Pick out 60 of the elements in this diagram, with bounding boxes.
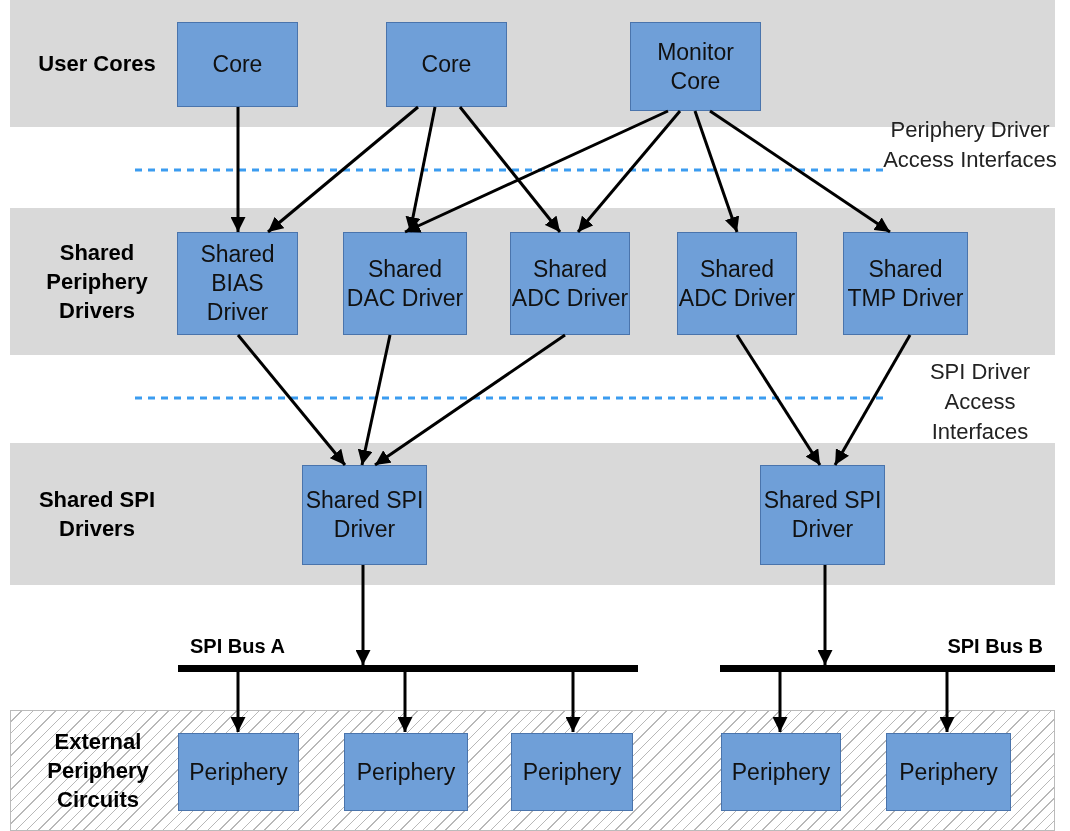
- arrow: [230, 672, 246, 732]
- arrow: [565, 672, 581, 732]
- box-label: Core: [212, 50, 263, 79]
- arrow: [267, 105, 419, 234]
- process-box: [630, 22, 761, 111]
- box-label: Monitor Core: [656, 37, 735, 96]
- arrow: [236, 334, 347, 466]
- process-box: [510, 232, 630, 335]
- process-box: [178, 733, 299, 811]
- arrow: [735, 334, 822, 466]
- layer-band: [10, 208, 1055, 355]
- process-box: [760, 465, 885, 565]
- process-box: [302, 465, 427, 565]
- arrow: [458, 106, 562, 233]
- interface-label: SPI Driver Access Interfaces: [928, 358, 1032, 446]
- arrow: [404, 109, 669, 234]
- process-box: [177, 22, 298, 107]
- process-box: [843, 232, 968, 335]
- process-box: [386, 22, 507, 107]
- box-label: Shared SPI Driver: [762, 486, 883, 544]
- arrow: [357, 334, 392, 466]
- bus-label: SPI Bus B: [947, 635, 1043, 658]
- box-label: Periphery: [189, 757, 288, 787]
- box-label: Periphery: [899, 757, 998, 787]
- arrow: [693, 110, 740, 233]
- layer-band: [10, 443, 1055, 585]
- arrow: [833, 334, 912, 466]
- box-label: Shared ADC Driver: [511, 254, 629, 313]
- box-label: Shared DAC Driver: [345, 254, 465, 313]
- process-box: [343, 232, 467, 335]
- arrow: [939, 672, 955, 732]
- process-box: [677, 232, 797, 335]
- arrow: [709, 109, 891, 234]
- box-label: Shared ADC Driver: [678, 254, 796, 313]
- layer-label: User Cores: [37, 50, 157, 78]
- arrow: [374, 333, 566, 467]
- box-label: Periphery: [522, 757, 622, 787]
- box-label: Shared SPI Driver: [304, 486, 425, 544]
- process-box: [886, 733, 1011, 811]
- bus-label: SPI Bus A: [190, 635, 285, 658]
- arrow: [576, 110, 682, 233]
- layer-label: Shared SPI Drivers: [37, 486, 157, 543]
- arrow: [230, 107, 246, 232]
- arrow: [355, 565, 371, 665]
- box-label: Periphery: [356, 757, 456, 787]
- box-label: Shared BIAS Driver: [199, 240, 276, 327]
- box-label: Shared TMP Driver: [846, 254, 965, 313]
- process-box: [721, 733, 841, 811]
- process-box: [344, 733, 468, 811]
- arrow: [397, 672, 413, 732]
- layer-label: External Periphery Circuits: [46, 728, 150, 814]
- layer-label: Shared Periphery Drivers: [45, 239, 149, 325]
- arrow: [817, 565, 833, 665]
- box-label: Core: [421, 50, 472, 79]
- layer-band: [10, 710, 1055, 831]
- process-box: [177, 232, 298, 335]
- box-label: Periphery: [731, 757, 831, 787]
- interface-label: Periphery Driver Access Interfaces: [882, 116, 1058, 174]
- arrow: [772, 672, 788, 732]
- process-box: [511, 733, 633, 811]
